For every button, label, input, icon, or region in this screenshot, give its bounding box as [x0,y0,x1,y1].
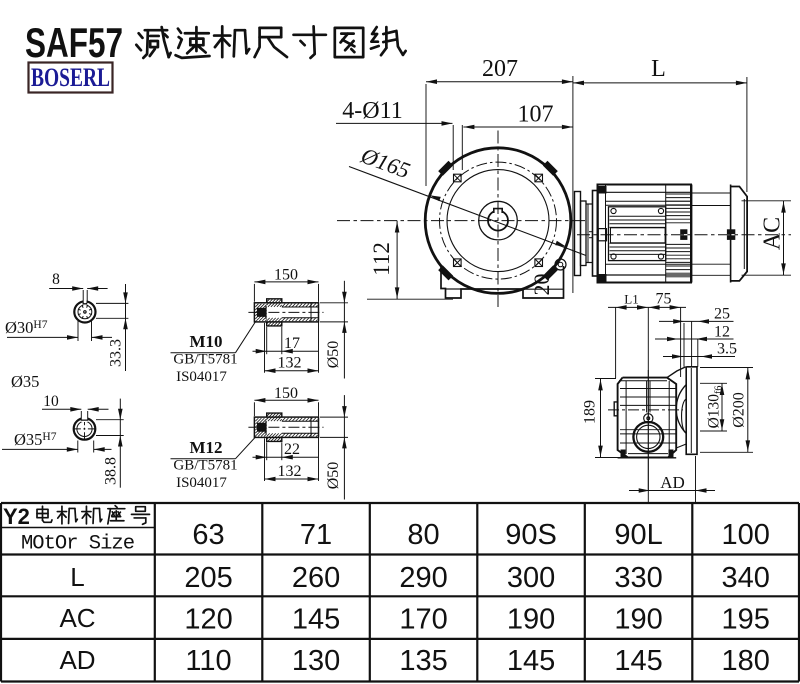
svg-text:M10: M10 [189,332,222,351]
svg-text:AC: AC [59,603,95,633]
svg-text:MOtOr Size: MOtOr Size [21,533,134,556]
svg-text:AD: AD [660,473,685,492]
svg-text:AC: AC [760,217,786,250]
svg-text:22: 22 [284,441,300,458]
svg-text:132: 132 [278,463,302,480]
svg-text:AD: AD [59,645,95,675]
svg-text:Ø130f6: Ø130f6 [706,386,725,429]
svg-text:190: 190 [507,604,555,636]
svg-text:145: 145 [614,645,662,677]
svg-text:90S: 90S [505,519,557,551]
svg-text:38.8: 38.8 [102,457,119,485]
svg-text:Y2: Y2 [3,504,30,529]
svg-text:107: 107 [518,102,554,128]
svg-text:145: 145 [507,645,555,677]
svg-text:150: 150 [274,385,298,402]
svg-text:330: 330 [614,562,662,594]
svg-text:Ø35: Ø35 [11,372,39,391]
svg-text:IS04017: IS04017 [176,475,227,491]
svg-text:340: 340 [721,562,769,594]
svg-text:17: 17 [284,335,300,352]
svg-text:130: 130 [292,645,340,677]
svg-text:33.3: 33.3 [108,339,125,367]
svg-text:190: 190 [614,604,662,636]
svg-text:SAF57: SAF57 [25,19,123,66]
svg-text:M12: M12 [189,438,222,457]
svg-text:Ø50: Ø50 [325,462,342,490]
svg-text:Ø200: Ø200 [731,392,748,428]
svg-text:145: 145 [292,604,340,636]
svg-text:180: 180 [721,645,769,677]
svg-text:110: 110 [185,645,231,677]
svg-text:63: 63 [192,519,224,551]
svg-text:80: 80 [407,519,439,551]
svg-text:GB/T5781: GB/T5781 [173,458,237,474]
svg-text:20: 20 [529,274,554,296]
svg-text:4-Ø11: 4-Ø11 [342,98,402,124]
svg-text:189: 189 [582,400,599,424]
svg-text:132: 132 [278,355,302,372]
svg-text:GB/T5781: GB/T5781 [173,352,237,368]
svg-text:3.5: 3.5 [717,341,737,358]
svg-text:IS04017: IS04017 [176,369,227,385]
svg-text:Ø50: Ø50 [325,341,342,369]
svg-text:207: 207 [482,56,518,82]
svg-text:300: 300 [507,562,555,594]
svg-text:10: 10 [43,393,59,410]
svg-text:150: 150 [274,266,298,283]
svg-text:8: 8 [52,271,60,288]
svg-text:90L: 90L [614,519,662,551]
svg-text:75: 75 [656,291,672,308]
svg-text:L: L [70,562,84,592]
svg-text:71: 71 [300,519,332,551]
svg-text:L1: L1 [624,292,638,307]
svg-text:112: 112 [369,242,394,276]
svg-text:25: 25 [714,306,730,323]
svg-text:120: 120 [184,604,232,636]
svg-text:290: 290 [399,562,447,594]
svg-text:195: 195 [721,604,769,636]
svg-text:205: 205 [184,562,232,594]
svg-text:260: 260 [292,562,340,594]
svg-text:170: 170 [399,604,447,636]
svg-text:100: 100 [721,519,769,551]
svg-text:BOSERL: BOSERL [31,63,110,92]
svg-text:135: 135 [399,645,447,677]
svg-text:L: L [651,56,666,82]
svg-text:12: 12 [714,324,730,341]
